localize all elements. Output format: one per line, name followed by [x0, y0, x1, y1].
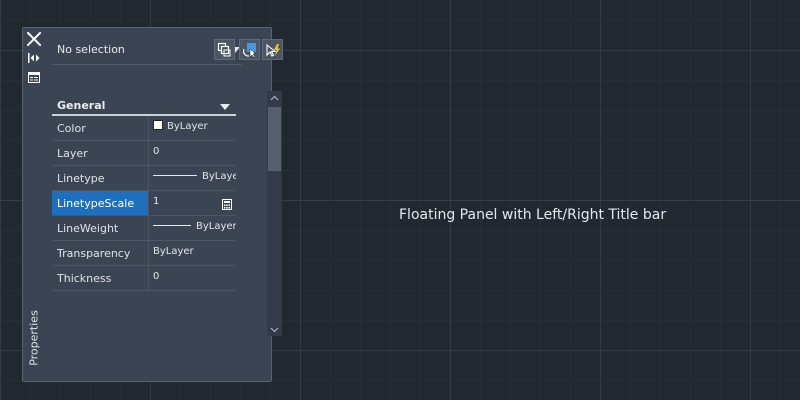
property-value-lineweight[interactable]: ByLayer [153, 216, 236, 240]
property-value: 0 [153, 271, 160, 282]
property-value: 0 [153, 146, 160, 157]
section-general-header[interactable]: General [52, 96, 236, 116]
property-row-layer[interactable]: Layer 0 [52, 141, 236, 166]
property-value: ByLayer [153, 246, 194, 257]
scrollbar-thumb[interactable] [268, 107, 281, 171]
property-value-transparency[interactable]: ByLayer [153, 241, 236, 265]
property-row-linetype[interactable]: Linetype ByLaye [52, 166, 236, 191]
chevron-up-icon[interactable] [270, 95, 279, 101]
property-value-layer[interactable]: 0 [153, 141, 236, 165]
vertical-title-bar[interactable]: Properties [23, 28, 45, 381]
property-value-color[interactable]: ByLayer [153, 116, 236, 140]
property-name: Color [52, 116, 149, 140]
close-x-icon [27, 32, 41, 46]
property-value: 1 [153, 196, 160, 207]
close-button[interactable] [25, 30, 43, 48]
chevron-down-icon[interactable] [270, 327, 279, 333]
toggle-pickadd-button[interactable] [214, 39, 235, 60]
property-row-linetypescale[interactable]: LinetypeScale 1 [52, 191, 236, 216]
autohide-button[interactable] [25, 51, 43, 65]
property-name: Layer [52, 141, 149, 165]
properties-menu-icon [28, 71, 40, 83]
linetype-sample [153, 174, 197, 176]
vertical-scrollbar[interactable] [267, 91, 282, 336]
property-value: ByLaye [202, 171, 236, 182]
color-swatch [153, 120, 163, 130]
property-row-thickness[interactable]: Thickness 0 [52, 266, 236, 291]
selection-dropdown[interactable]: No selection [52, 37, 242, 65]
property-name: Thickness [52, 266, 149, 290]
autohide-arrows-icon [28, 53, 40, 63]
property-name: Linetype [52, 166, 149, 190]
pickadd-icon [217, 42, 231, 57]
panel-content: No selection General [45, 28, 283, 381]
select-objects-icon [242, 42, 256, 58]
property-value: ByLayer [196, 221, 236, 232]
property-rows: Color ByLayer Layer 0 Linetype ByLaye Li… [52, 116, 236, 291]
property-name: LinetypeScale [52, 191, 149, 215]
quick-select-icon [265, 43, 280, 57]
property-value-linetype[interactable]: ByLaye [153, 166, 236, 190]
property-row-color[interactable]: Color ByLayer [52, 116, 236, 141]
property-name: LineWeight [52, 216, 149, 240]
properties-menu-button[interactable] [25, 70, 43, 84]
property-name: Transparency [52, 241, 149, 265]
property-value-linetypescale[interactable]: 1 [153, 191, 236, 215]
section-title: General [57, 99, 106, 112]
panel-title: Properties [27, 310, 41, 366]
chevron-down-icon [220, 104, 230, 110]
property-value: ByLayer [167, 121, 208, 132]
property-value-thickness[interactable]: 0 [153, 266, 236, 290]
properties-panel: Properties No selection [22, 27, 283, 382]
calculator-icon[interactable] [222, 197, 232, 215]
property-row-transparency[interactable]: Transparency ByLayer [52, 241, 236, 266]
chevron-down-icon [230, 47, 240, 53]
lineweight-sample [153, 224, 191, 226]
property-row-lineweight[interactable]: LineWeight ByLayer [52, 216, 236, 241]
canvas-label: Floating Panel with Left/Right Title bar [399, 207, 667, 223]
select-objects-button[interactable] [239, 39, 260, 60]
selection-value: No selection [57, 43, 125, 56]
quick-select-button[interactable] [262, 39, 283, 60]
property-grid: General Color ByLayer Layer 0 Linetype B… [52, 91, 236, 321]
